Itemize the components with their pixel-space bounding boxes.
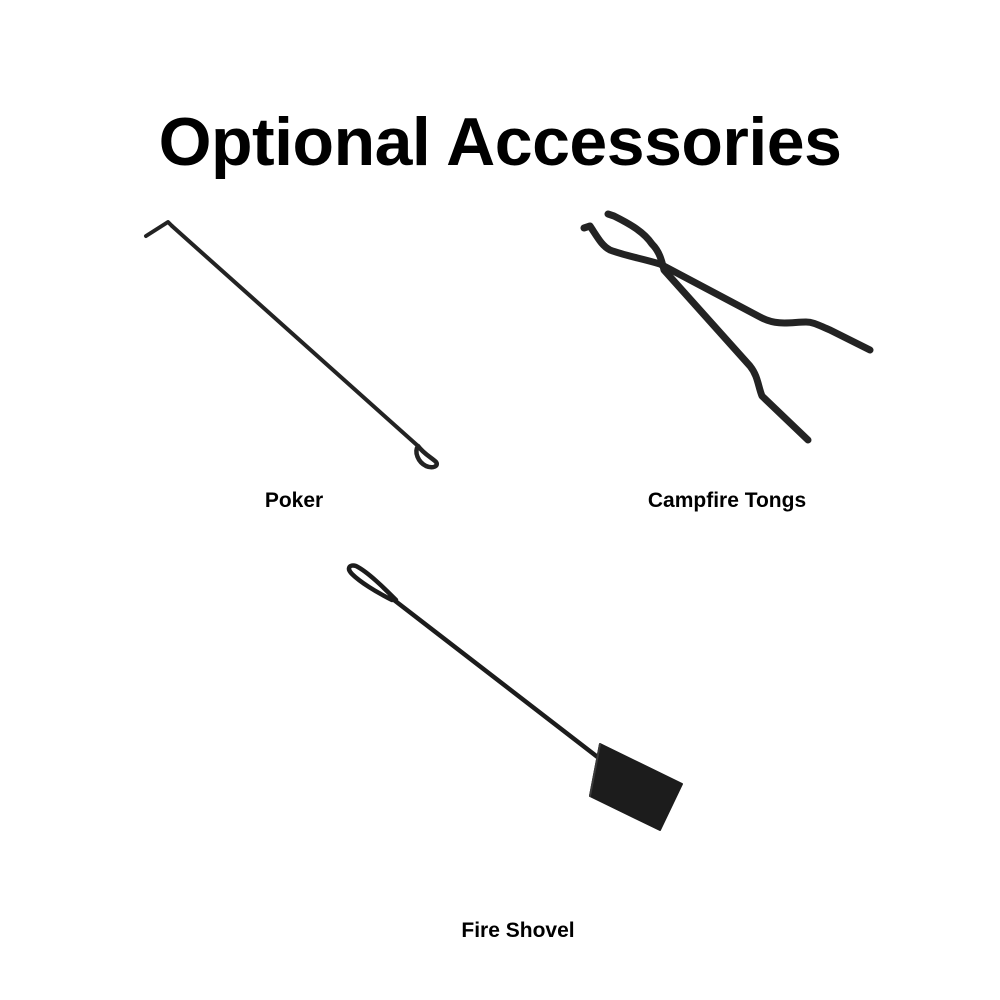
page-title: Optional Accessories bbox=[158, 104, 842, 180]
poker-label: Poker bbox=[264, 489, 324, 512]
shovel-icon bbox=[346, 563, 683, 831]
fire-shovel-label: Fire Shovel bbox=[461, 919, 575, 942]
poker-icon bbox=[144, 220, 439, 470]
tongs-icon bbox=[580, 210, 874, 444]
campfire-tongs-label: Campfire Tongs bbox=[647, 489, 807, 512]
